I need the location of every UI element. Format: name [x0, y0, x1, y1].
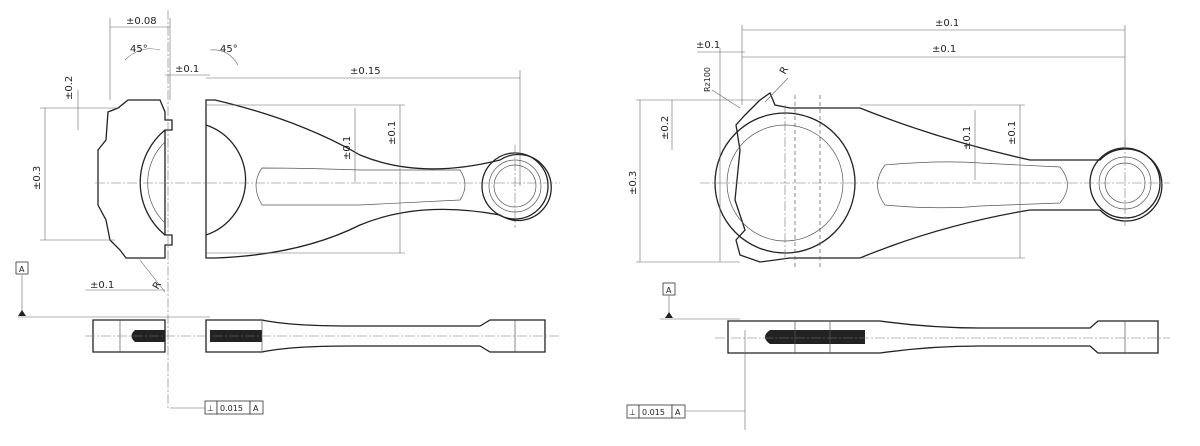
tol-right-left: ±0.1 — [696, 40, 720, 51]
tol-height: ±0.3 — [32, 166, 43, 190]
left-cap-outline — [97, 99, 173, 259]
fcf-right-datum: A — [675, 408, 681, 417]
right-rod-web — [877, 161, 1068, 209]
tol-rod: ±0.1 — [387, 121, 398, 145]
radius-right-leader — [764, 77, 789, 103]
chamfer-arc-right — [209, 49, 239, 66]
fcf-right-value: 0.015 — [642, 408, 665, 417]
surface-leader — [711, 89, 741, 109]
left-rod-outline — [205, 99, 552, 259]
fcf-left-datum: A — [253, 404, 259, 413]
tol-right-rod: ±0.1 — [1007, 121, 1018, 145]
datum-a-triangle — [18, 310, 26, 316]
left-rod-bore — [205, 124, 247, 236]
fcf-left-symbol: ⊥ — [207, 404, 214, 413]
left-cap-bore — [139, 129, 166, 236]
tol-length: ±0.15 — [350, 66, 381, 77]
radius-label: R — [151, 280, 164, 292]
fcf-left-value: 0.015 — [220, 404, 243, 413]
tol-right-height: ±0.3 — [628, 171, 639, 195]
fcf-right-symbol: ⊥ — [629, 408, 636, 417]
chamfer-left-label: 45° — [130, 44, 148, 55]
radius-leader — [139, 259, 166, 293]
chamfer-right-label: 45° — [220, 44, 238, 55]
tol-width: ±0.08 — [126, 16, 157, 27]
datum-a-right-label: A — [666, 286, 672, 295]
chamfer-arc-left — [124, 48, 161, 61]
tol-beam: ±0.1 — [342, 136, 353, 160]
tol-step: ±0.2 — [64, 76, 75, 100]
surface-label: Rz100 — [703, 67, 712, 92]
datum-a-right-triangle — [665, 312, 673, 318]
right-section-outline — [727, 320, 1159, 354]
tol-right-top: ±0.1 — [935, 18, 959, 29]
datum-a-box — [15, 261, 29, 275]
right-section-hatch — [765, 330, 865, 344]
datum-a-label: A — [19, 265, 25, 274]
right-body-outline — [734, 92, 1163, 263]
left-section-outline — [92, 319, 546, 353]
left-view: ±0.08 45° 45° ±0.1 ±0.15 ±0.2 ±0.3 ±0.1 … — [15, 10, 560, 415]
tol-right-step: ±0.2 — [660, 116, 671, 140]
radius-right-label: R — [778, 65, 791, 77]
left-cap-bore-inner — [147, 141, 166, 224]
right-view: ±0.1 ±0.1 ±0.1 Rz100 R ±0.2 ±0.3 ±0.1 ±0… — [626, 18, 1170, 430]
left-section-hatch-cap — [131, 330, 165, 342]
fcf-right-box-datum — [671, 404, 686, 419]
tol-right-length: ±0.1 — [932, 44, 956, 55]
fcf-left-box-datum — [249, 400, 264, 415]
tol-right-beam: ±0.1 — [962, 126, 973, 150]
tol-gap: ±0.1 — [175, 64, 199, 75]
left-rod-web — [255, 167, 466, 206]
tol-bottom: ±0.1 — [90, 280, 114, 291]
